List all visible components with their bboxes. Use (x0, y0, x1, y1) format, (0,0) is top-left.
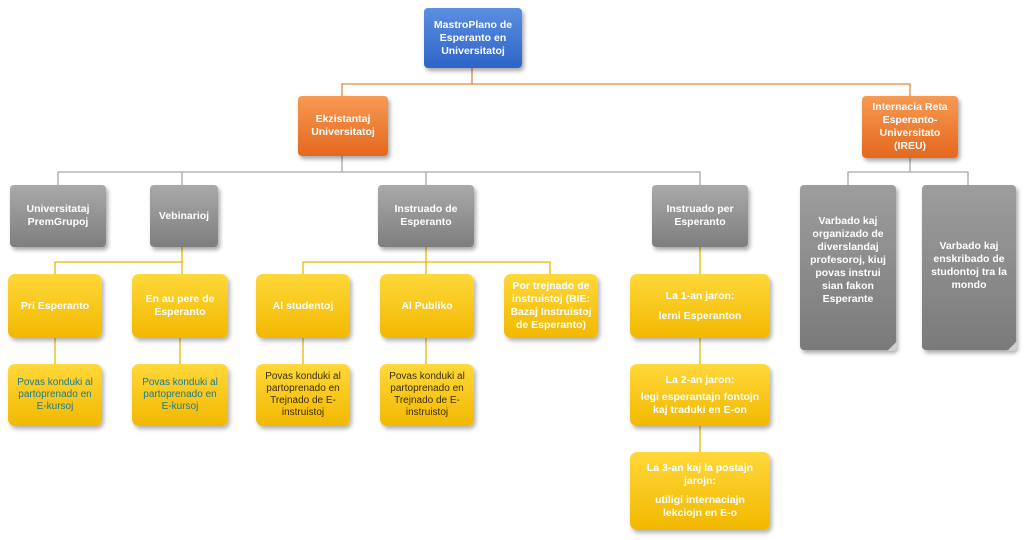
connector-existing-children (57, 156, 701, 185)
node-trejnado-1: Povas konduki al partoprenado en Trejnad… (256, 364, 350, 426)
node-jaro-2: La 2-an jaron: legi esperantajn fontojn … (630, 364, 770, 426)
connector-instruado-de-children (302, 247, 551, 274)
node-kursoj-2: Povas konduki al partoprenado en E-kurso… (132, 364, 228, 426)
node-en-au-pere: En au pere de Esperanto (132, 274, 228, 338)
node-ireu-professors: Varbado kaj organizado de diverslandaj p… (800, 185, 897, 351)
connector-root-existing (341, 66, 473, 96)
node-ireu: Internacia Reta Esperanto- Universitato … (862, 96, 958, 158)
node-kursoj-1: Povas konduki al partoprenado en E-kurso… (8, 364, 102, 426)
node-jaro-1: La 1-an jaron: lerni Esperanton (630, 274, 770, 338)
node-instruado-per: Instruado per Esperanto (652, 185, 748, 247)
connector-root-ireu (472, 83, 911, 96)
node-premgrupoj: Universitataj PremGrupoj (10, 185, 106, 247)
node-vebinarioj: Vebinarioj (150, 185, 218, 247)
node-root: MastroPlano de Esperanto en Universitato… (424, 8, 522, 68)
node-trejnado-2: Povas konduki al partoprenado en Trejnad… (380, 364, 474, 426)
connector-ireu-children (847, 156, 969, 185)
node-instruado-de: Instruado de Esperanto (378, 185, 474, 247)
node-pri-esperanto: Pri Esperanto (8, 274, 102, 338)
node-al-publiko: Al Publiko (380, 274, 474, 338)
node-existing-universities: Ekzistantaj Universitatoj (298, 96, 388, 156)
node-jaro-3: La 3-an kaj la postajn jarojn: utiligi i… (630, 452, 770, 530)
node-al-studentoj: Al studentoj (256, 274, 350, 338)
node-por-trejnado: Por trejnado de instruistoj (BIE: Bazaj … (504, 274, 598, 338)
connector-vebinarioj-children (54, 247, 183, 274)
node-ireu-students: Varbado kaj enskribado de studontoj tra … (922, 185, 1017, 351)
